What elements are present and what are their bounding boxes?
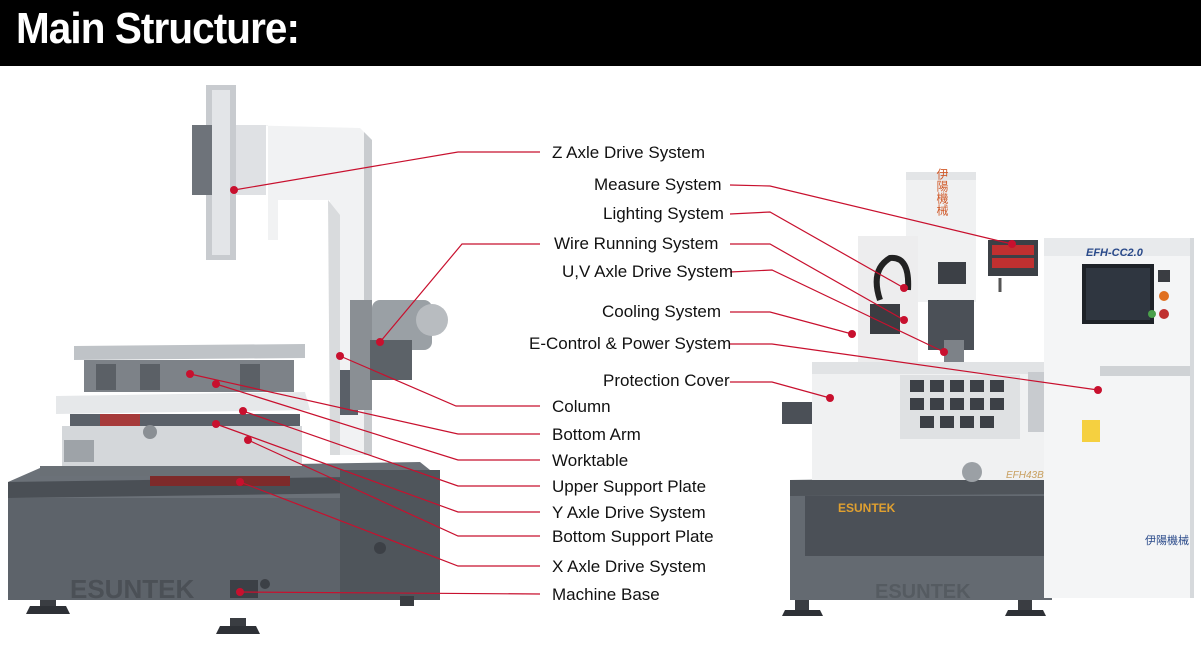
label-cooling-system: Cooling System: [602, 302, 722, 321]
right-base-brand: ESUNTEK: [875, 581, 971, 603]
leader-uv-axle: [729, 269, 945, 353]
label-lighting-system: Lighting System: [603, 204, 724, 223]
leader-z-axle: [233, 151, 540, 191]
right-machine-cover: EFH43B ESUNTEK: [782, 362, 1047, 515]
right-column-chinese: 伊陽機械: [935, 168, 949, 216]
left-machine-column: [238, 125, 372, 455]
leader-column: [339, 355, 540, 407]
leader-lighting: [729, 211, 905, 289]
leader-machine-base: [239, 591, 541, 595]
left-base-brand: ESUNTEK: [70, 574, 194, 604]
label-y-axle-drive-system: Y Axle Drive System: [552, 503, 706, 522]
header-bar: Main Structure:: [0, 0, 1201, 66]
leader-upper-support: [242, 410, 540, 487]
label-column: Column: [552, 397, 611, 416]
leader-protection: [730, 381, 831, 399]
leader-cooling: [730, 311, 853, 335]
leader-y-axle: [215, 423, 540, 513]
leader-econtrol: [730, 343, 1099, 391]
leader-x-axle: [239, 481, 540, 567]
left-machine: ESUNTEK: [8, 85, 448, 634]
label-worktable: Worktable: [552, 451, 629, 470]
left-machine-motor: [370, 300, 448, 380]
right-machine-base: ESUNTEK: [782, 478, 1052, 616]
leader-worktable: [215, 383, 540, 461]
left-machine-z-head: [192, 85, 266, 260]
label-z-axle-drive-system: Z Axle Drive System: [552, 143, 706, 162]
leader-bottom-arm: [189, 373, 540, 435]
right-machine-cabinet: EFH-CC2.0 伊陽機械: [1044, 238, 1194, 598]
leader-measure: [729, 184, 1013, 245]
label-uv-axle-drive-system: U,V Axle Drive System: [562, 262, 733, 281]
leader-wire-running: [379, 243, 540, 343]
label-e-control-power-system: E-Control & Power System: [529, 334, 732, 353]
label-x-axle-drive-system: X Axle Drive System: [552, 557, 706, 576]
leader-uv-from-wire: [730, 243, 905, 321]
left-machine-base: ESUNTEK: [8, 462, 440, 634]
cabinet-chinese: 伊陽機械: [1145, 533, 1189, 547]
right-head-model: EFH43B: [1006, 470, 1044, 481]
leader-bottom-support: [247, 439, 540, 537]
right-machine-column: 伊陽機械: [858, 168, 976, 362]
leader-lines: [189, 151, 1099, 595]
right-brand-logo: ESUNTEK: [838, 501, 896, 515]
right-machine: ESUNTEK EFH43B ESUNTEK: [782, 168, 1194, 616]
leader-dots: [186, 186, 1102, 596]
label-upper-support-plate: Upper Support Plate: [552, 477, 707, 496]
page-title: Main Structure:: [16, 4, 300, 53]
label-machine-base: Machine Base: [552, 585, 660, 604]
label-measure-system: Measure System: [594, 175, 722, 194]
left-machine-table: [40, 344, 310, 486]
label-protection-cover: Protection Cover: [603, 371, 730, 390]
cabinet-model: EFH-CC2.0: [1086, 247, 1144, 259]
label-bottom-support-plate: Bottom Support Plate: [552, 527, 714, 546]
label-bottom-arm: Bottom Arm: [552, 425, 641, 444]
label-wire-running-system: Wire Running System: [554, 234, 719, 253]
